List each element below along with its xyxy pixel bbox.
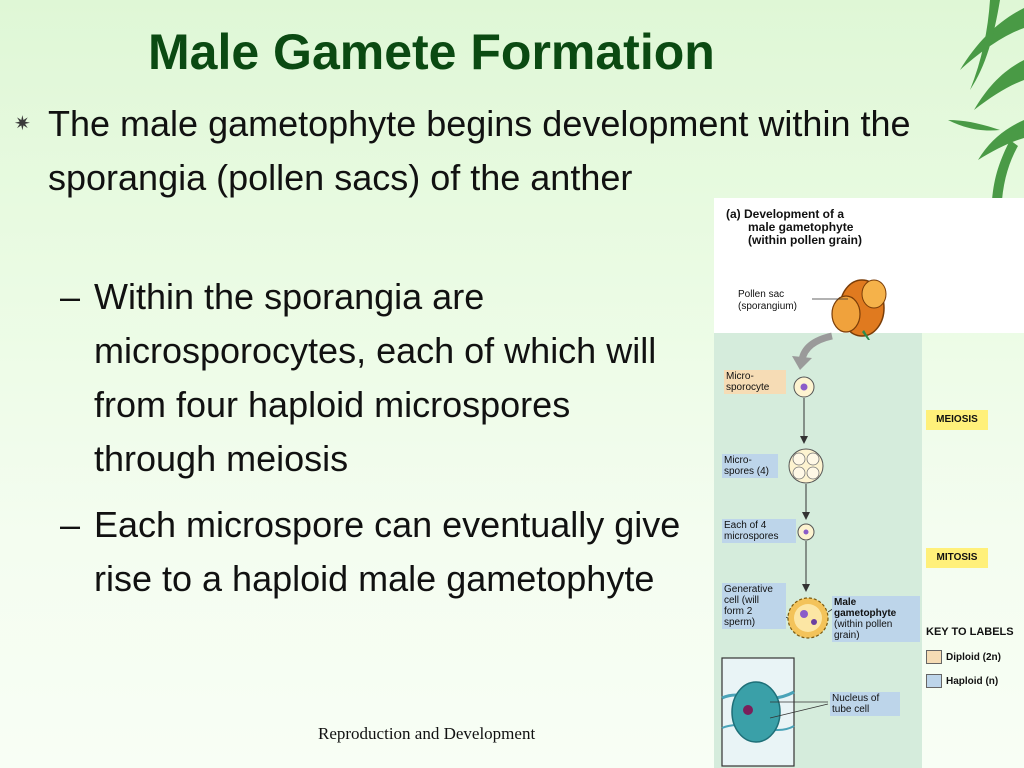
male-gametophyte-label: Male gametophyte (within pollen grain) xyxy=(832,596,920,642)
dash-icon: – xyxy=(60,504,81,545)
mitosis-tag: MITOSIS xyxy=(926,548,988,568)
figure-heading: (a) Development of a male gametophyte (w… xyxy=(726,207,862,247)
bullet-main-text: The male gametophyte begins development … xyxy=(48,103,911,198)
slide-footer: Reproduction and Development xyxy=(318,724,536,743)
diploid-swatch xyxy=(926,650,942,664)
key-title: KEY TO LABELS xyxy=(926,626,1014,638)
generative-cell-label: Generative cell (will form 2 sperm) xyxy=(722,583,786,629)
microspore-tetrad xyxy=(788,448,824,484)
pollen-sac-label-2: (sporangium) xyxy=(738,301,797,312)
dash-icon: – xyxy=(60,276,81,317)
sub-bullet-1: – Within the sporangia are microsporocyt… xyxy=(60,270,694,486)
figure-illustration xyxy=(721,279,887,767)
pollen-grain xyxy=(787,597,829,639)
bamboo-leaves-decoration xyxy=(948,0,1024,200)
slide-title: Male Gamete Formation xyxy=(148,24,715,80)
key-diploid: Diploid (2n) xyxy=(926,650,1001,664)
bullet-star-icon: ✷ xyxy=(14,113,31,135)
each-microspore-label: Each of 4 microspores xyxy=(722,519,796,543)
tube-cell-nucleus-label: Nucleus of tube cell xyxy=(830,692,900,716)
microspores-label: Micro- spores (4) xyxy=(722,454,778,478)
sub-bullet-2-text: Each microspore can eventually give rise… xyxy=(94,504,681,599)
sub-bullet-1-text: Within the sporangia are microsporocytes… xyxy=(94,276,657,479)
gametophyte-figure: (a) Development of a male gametophyte (w… xyxy=(714,198,1024,768)
meiosis-tag: MEIOSIS xyxy=(926,410,988,430)
microsporocyte-label: Micro- sporocyte xyxy=(724,370,786,394)
pollen-sac-label-1: Pollen sac xyxy=(738,289,785,300)
key-haploid: Haploid (n) xyxy=(926,674,998,688)
curved-arrow-icon xyxy=(798,332,833,361)
sub-bullet-2: – Each microspore can eventually give ri… xyxy=(60,498,694,606)
haploid-swatch xyxy=(926,674,942,688)
bullet-main: ✷ The male gametophyte begins developmen… xyxy=(14,97,948,205)
anther-illustration xyxy=(812,279,887,340)
